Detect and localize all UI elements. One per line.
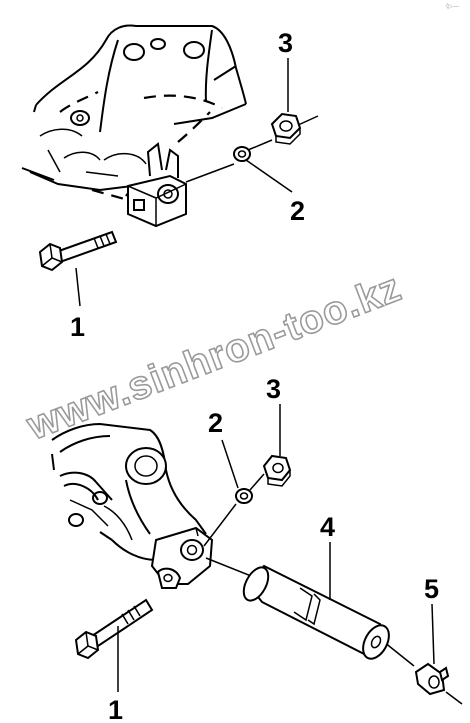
bottom-assembly: 2 3 4 5 1 bbox=[51, 374, 463, 723]
top-callout-3: 3 bbox=[278, 28, 293, 58]
top-callout-1: 1 bbox=[70, 312, 85, 342]
bottom-axis-line-1 bbox=[203, 503, 237, 547]
bottom-callout-1: 1 bbox=[108, 695, 123, 723]
bottom-link-arm bbox=[51, 422, 207, 561]
bottom-nut-part-3 bbox=[262, 454, 292, 487]
top-leader-1 bbox=[75, 267, 81, 307]
bottom-axis-line-2 bbox=[249, 473, 265, 491]
bottom-axis-line-5 bbox=[445, 691, 463, 705]
bottom-pin-part-4 bbox=[242, 564, 390, 660]
corner-mark: (▷— bbox=[446, 3, 459, 10]
bottom-leader-2 bbox=[221, 439, 239, 489]
bottom-axis-line-3 bbox=[205, 557, 257, 579]
top-axis-line-2 bbox=[247, 139, 273, 151]
bottom-washer-part-2 bbox=[235, 488, 253, 504]
top-bracket-housing bbox=[21, 24, 247, 202]
top-callout-2: 2 bbox=[290, 196, 305, 226]
bottom-axis-line-4 bbox=[383, 641, 415, 667]
bottom-grease-fitting-part-5 bbox=[414, 662, 450, 696]
bottom-bolt-part-1 bbox=[74, 598, 154, 660]
top-assembly: 3 2 1 bbox=[21, 24, 319, 342]
top-leader-2 bbox=[245, 159, 293, 193]
top-nut-part-3 bbox=[270, 112, 302, 145]
bottom-clevis bbox=[150, 526, 214, 589]
bottom-callout-2: 2 bbox=[208, 408, 223, 438]
top-bolt-part-1 bbox=[38, 230, 118, 272]
top-washer-part-2 bbox=[233, 146, 251, 162]
top-clevis-block bbox=[127, 142, 187, 228]
bottom-callout-3: 3 bbox=[266, 374, 281, 404]
bottom-leader-5 bbox=[431, 603, 435, 665]
bottom-callout-4: 4 bbox=[320, 512, 335, 542]
bottom-callout-5: 5 bbox=[424, 574, 439, 604]
top-axis-line-1 bbox=[185, 163, 235, 183]
